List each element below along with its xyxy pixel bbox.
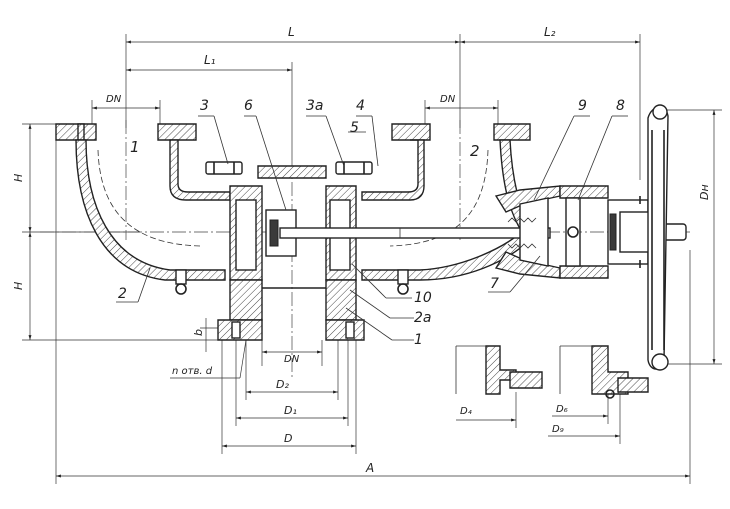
dim-D2: D₂ — [276, 378, 289, 391]
center-lines — [40, 120, 690, 380]
dim-L1: L₁ — [204, 53, 216, 67]
stem — [279, 227, 551, 239]
central-body — [205, 161, 373, 341]
dim-D1: D₁ — [284, 404, 297, 417]
callout-9: 9 — [578, 98, 587, 114]
dim-DN-right: DN — [440, 94, 456, 105]
port-2-label: 2 — [470, 142, 480, 160]
callout-3: 3 — [200, 98, 209, 114]
callout-2: 2 — [118, 286, 127, 302]
dim-b: b — [192, 329, 205, 336]
dim-L: L — [288, 25, 295, 39]
dim-DN-left: DN — [106, 94, 122, 105]
callout-8: 8 — [616, 98, 625, 114]
callout-7: 7 — [490, 276, 499, 292]
dim-H-top: H — [12, 174, 25, 182]
callout-2a: 2a — [414, 310, 432, 326]
callout-3a: 3a — [306, 98, 324, 114]
dimension-labels: L L₂ L₁ DN DN H H b n отв. d DN D₂ D₁ D … — [12, 25, 711, 475]
left-chamber — [55, 123, 231, 295]
callout-5: 5 — [350, 120, 359, 136]
callout-10: 10 — [414, 290, 432, 306]
bonnet-assembly — [494, 185, 687, 279]
callout-leaders — [116, 115, 628, 341]
dim-D9: D₉ — [552, 424, 564, 435]
right-chamber — [361, 123, 532, 295]
dim-D: D — [284, 432, 292, 445]
dimension-lines — [22, 34, 722, 484]
callout-6: 6 — [244, 98, 253, 114]
dim-L2: L₂ — [544, 25, 556, 39]
dim-A: A — [365, 461, 374, 475]
port-1-label: 1 — [130, 138, 140, 156]
detail-view-right — [559, 345, 649, 399]
dim-DH: Dн — [698, 184, 711, 200]
handwheel — [647, 104, 669, 371]
detail-view-left — [455, 345, 543, 395]
dim-D6: D₆ — [556, 404, 568, 415]
dim-H-bottom: H — [12, 282, 25, 290]
dim-holes: n отв. d — [172, 366, 213, 377]
dim-DN-bottom: DN — [284, 354, 300, 365]
callout-4: 4 — [356, 98, 365, 114]
callout-labels: 3 6 3a 4 5 9 8 7 2 10 2a 1 1 2 — [118, 98, 625, 348]
dim-D4: D₄ — [460, 406, 472, 417]
callout-1: 1 — [414, 332, 423, 348]
